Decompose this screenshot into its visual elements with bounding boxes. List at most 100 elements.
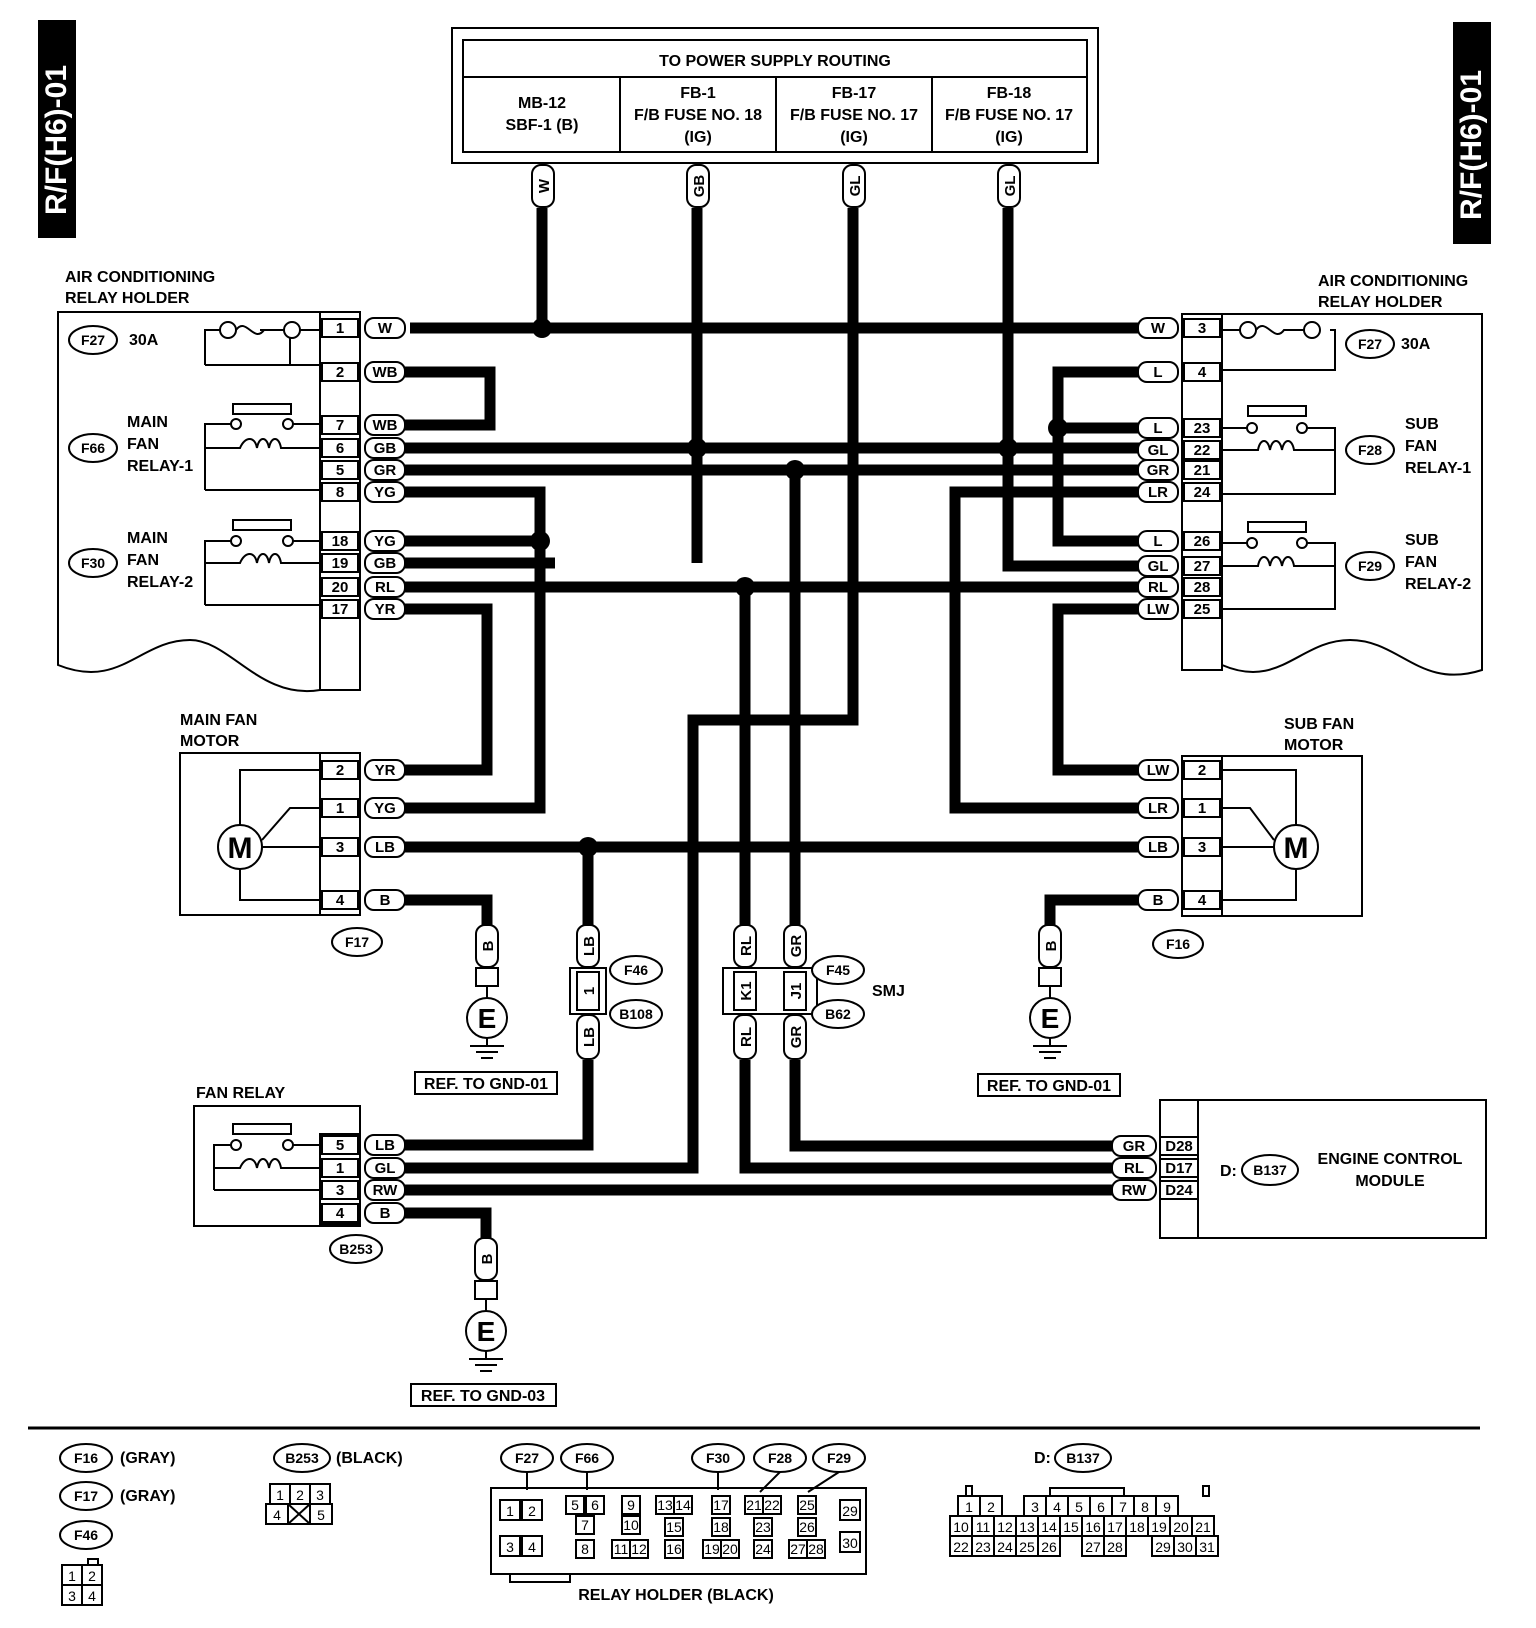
power-col-2-l1: FB-1	[680, 85, 716, 102]
sub-motor-pin-3-wire-color: LB	[1148, 839, 1168, 856]
b137-pin-28: 28	[1107, 1539, 1123, 1555]
left-relay-holder: AIR CONDITIONING RELAY HOLDER 1276581819…	[57, 269, 361, 693]
smj-left-pin: K1	[738, 981, 755, 1000]
ecm-prefix: D:	[1220, 1163, 1237, 1180]
right-holder-pin-26-pin-cell	[1183, 531, 1221, 551]
sub-motor-conn: F16	[1166, 936, 1190, 952]
b137-pin-1: 1	[965, 1499, 973, 1515]
b108-pin: 1	[581, 987, 598, 995]
relay-holder-pin-12: 12	[631, 1541, 647, 1557]
relay-holder-pin-5: 5	[571, 1497, 579, 1513]
main-motor-pin-2-wire-color: YR	[375, 762, 396, 779]
main-motor-pin-4-pin-cell	[321, 890, 359, 910]
relay-holder-pin-29-cell	[839, 1499, 861, 1521]
right-holder-pin-4-pin-cell	[1183, 362, 1221, 382]
right-holder-pin-21-pin-number: 21	[1194, 462, 1211, 479]
power-col-1-l2: SBF-1 (B)	[506, 117, 579, 134]
left-holder-pin-17-pin-cell	[321, 599, 359, 619]
relay-holder-pin-3: 3	[506, 1539, 514, 1555]
left-holder-pin-1-pin-cell	[321, 318, 359, 338]
smj-label: SMJ	[872, 983, 905, 1000]
fan-relay-pin-4-pin-number: 4	[336, 1205, 345, 1222]
relay-holder-pin-11: 11	[614, 1541, 629, 1557]
right-holder-pin-3-pin-number: 3	[1198, 320, 1206, 337]
right-holder-pin-3-wire-color: W	[1151, 320, 1166, 337]
ecm-pin-D17-pin-cell	[1159, 1158, 1199, 1178]
ecm-pin-D28-wire-tag	[1111, 1135, 1157, 1157]
right-holder-pin-22-pin-cell	[1183, 440, 1221, 460]
left-holder-pin-8-wire-color: YG	[374, 484, 396, 501]
relay-holder-pin-16: 16	[666, 1541, 682, 1557]
power-col-3-l3: (IG)	[840, 129, 868, 146]
power-wire-tags: W GB GL GL	[531, 164, 1021, 208]
left-holder-pin-7-pin-cell	[321, 415, 359, 435]
ecm-pin-D28-pin-number: D28	[1165, 1138, 1193, 1155]
b137-pin-29: 29	[1155, 1539, 1171, 1555]
sub-motor-pin-1-pin-number: 1	[1198, 800, 1206, 817]
right-holder-pin-25-wire-color: LW	[1147, 601, 1170, 618]
b137-pin-22: 22	[953, 1539, 969, 1555]
b137-pin-13: 13	[1019, 1519, 1035, 1535]
ground-fan-symbol: E	[477, 1316, 496, 1347]
b137-pin-19: 19	[1151, 1519, 1167, 1535]
ground-left-symbol: E	[478, 1003, 497, 1034]
left-holder-pin-7-pin-number: 7	[336, 417, 344, 434]
b137-pin-30: 30	[1177, 1539, 1193, 1555]
main-fan-relay-2-id: F30	[81, 555, 105, 571]
b253-pin-5-cell	[309, 1503, 333, 1525]
relay-holder-pin-29: 29	[842, 1503, 858, 1519]
power-col-3-l1: FB-17	[832, 85, 877, 102]
relay-holder-pin-30: 30	[842, 1535, 858, 1551]
b137-pin-21: 21	[1195, 1519, 1211, 1535]
side-tab-right: R/F(H6)-01	[1453, 22, 1491, 244]
legend-relay-id-4: F28	[768, 1450, 792, 1466]
b137-pin-12: 12	[997, 1519, 1013, 1535]
sub-motor-pin-1-wire-tag	[1137, 797, 1179, 819]
left-holder-pin-6-pin-number: 6	[336, 440, 344, 457]
smj-conn-2: B62	[825, 1006, 851, 1022]
main-fan-relay-1-l3: RELAY-1	[127, 458, 193, 475]
power-wire-3: GL	[847, 176, 864, 197]
left-holder-pin-2-wire-color: WB	[373, 364, 398, 381]
b137-pin-11: 11	[976, 1519, 991, 1535]
power-wire-2: GB	[691, 175, 708, 198]
splices	[530, 318, 1068, 857]
sub-motor-title-1: SUB FAN	[1284, 716, 1354, 733]
left-holder-pin-5-wire-tag	[364, 459, 406, 481]
b253-pin-5: 5	[317, 1507, 325, 1523]
relay-holder-pin-2: 2	[528, 1503, 536, 1519]
sub-motor-pin-2-wire-tag	[1137, 759, 1179, 781]
f46-pin-4-cell	[81, 1584, 103, 1606]
right-holder-pin-22-wire-color: GL	[1148, 442, 1169, 459]
left-holder-pin-8-pin-cell	[321, 482, 359, 502]
ground-fan-wire: B	[479, 1253, 496, 1264]
relay-holder-pin-8: 8	[581, 1541, 589, 1557]
fan-relay-pin-1-pin-cell	[321, 1158, 359, 1178]
right-fuse-rating: 30A	[1401, 336, 1431, 353]
legend-relay-caption: RELAY HOLDER (BLACK)	[578, 1587, 774, 1604]
sub-motor-pin-4-wire-tag	[1137, 889, 1179, 911]
right-relay-holder: AIR CONDITIONING RELAY HOLDER 3423222124…	[1181, 273, 1483, 676]
left-holder-pin-2-pin-number: 2	[336, 364, 344, 381]
b253-pin-2: 2	[296, 1487, 304, 1503]
relay-holder-pin-26-cell	[797, 1517, 817, 1537]
legend-f17-color: (GRAY)	[120, 1488, 175, 1505]
b137-pin-27: 27	[1085, 1539, 1101, 1555]
power-col-2-l2: F/B FUSE NO. 18	[634, 107, 762, 124]
sub-fan-relay-2-l1: SUB	[1405, 532, 1439, 549]
main-motor-symbol: M	[228, 832, 253, 865]
right-holder-pin-25-wire-tag	[1137, 598, 1179, 620]
right-holder-pin-24-pin-number: 24	[1194, 484, 1211, 501]
fan-relay-pin-3-pin-number: 3	[336, 1182, 344, 1199]
fan-relay-pin-5-pin-cell	[321, 1135, 359, 1155]
main-motor-pin-3-pin-cell	[321, 837, 359, 857]
fan-relay-pin-5-wire-color: LB	[375, 1137, 395, 1154]
right-holder-pin-22-pin-number: 22	[1194, 442, 1211, 459]
sub-motor-pin-1-wire-color: LR	[1148, 800, 1168, 817]
side-tab-right-label: R/F(H6)-01	[1455, 70, 1488, 220]
sub-motor-pin-2-pin-cell	[1183, 760, 1221, 780]
power-wire-4: GL	[1002, 176, 1019, 197]
sub-motor-pin-4-wire-color: B	[1153, 892, 1164, 909]
